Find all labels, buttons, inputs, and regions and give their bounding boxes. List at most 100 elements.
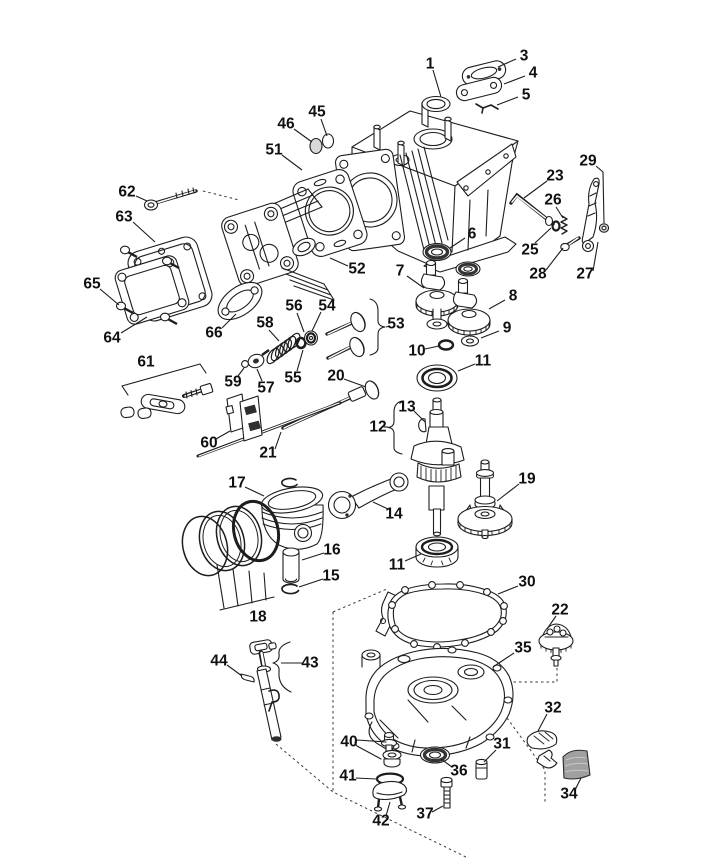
callout-label-34: 34 xyxy=(560,786,578,803)
callout-label-54: 54 xyxy=(318,298,336,315)
callout-leader-28 xyxy=(545,247,564,271)
callout-leader-34 xyxy=(574,777,582,791)
callout-leader-58 xyxy=(268,329,280,342)
callout-leader-42 xyxy=(385,801,391,817)
callout-label-27: 27 xyxy=(576,266,593,283)
bracket-40 xyxy=(354,739,387,760)
callout-leader-63 xyxy=(132,221,156,243)
cover-screws-65 xyxy=(115,245,180,326)
callout-leader-30 xyxy=(497,585,519,595)
callout-leader-59 xyxy=(237,367,245,377)
valves-53 xyxy=(325,311,366,360)
callout-label-28: 28 xyxy=(529,266,547,283)
callout-label-43: 43 xyxy=(301,655,319,672)
head-gasket-51 xyxy=(292,168,368,258)
callout-label-10: 10 xyxy=(408,343,425,360)
callout-label-46: 46 xyxy=(277,116,295,133)
governor-arm-27 xyxy=(581,177,600,253)
callout-label-65: 65 xyxy=(83,276,101,293)
callout-leader-23 xyxy=(523,180,548,199)
callout-label-62: 62 xyxy=(118,184,135,201)
breather-cap-42 xyxy=(372,780,408,812)
callout-leader-8 xyxy=(488,299,506,310)
sump-gasket-30 xyxy=(387,581,508,651)
oring-10 xyxy=(437,339,455,351)
callout-leader-10 xyxy=(424,345,440,350)
callout-leader-46 xyxy=(293,128,313,143)
callout-label-18: 18 xyxy=(249,609,267,626)
callout-label-21: 21 xyxy=(259,445,277,462)
callout-label-40: 40 xyxy=(340,734,357,751)
callout-label-4: 4 xyxy=(529,65,538,82)
dipstick-assembly-43 xyxy=(249,639,292,742)
callout-label-56: 56 xyxy=(285,298,303,315)
callout-label-44: 44 xyxy=(210,653,228,670)
callout-label-16: 16 xyxy=(323,542,341,559)
callout-label-13: 13 xyxy=(398,399,416,416)
breather-gasket-4 xyxy=(455,76,503,102)
callout-leader-64 xyxy=(120,316,148,334)
callout-label-60: 60 xyxy=(200,435,217,452)
washers-25 xyxy=(544,215,561,232)
callout-leader-32 xyxy=(537,713,548,732)
bracket-53 xyxy=(369,298,386,356)
callout-leader-21 xyxy=(274,431,282,450)
callout-label-25: 25 xyxy=(521,242,539,259)
ball-59 xyxy=(241,360,249,368)
callout-label-1: 1 xyxy=(426,56,435,73)
callout-label-45: 45 xyxy=(308,104,326,121)
callout-leader-11 xyxy=(404,553,422,562)
callout-label-17: 17 xyxy=(228,475,245,492)
washer-9 xyxy=(460,335,480,347)
callout-label-42: 42 xyxy=(372,813,389,830)
callout-leader-31 xyxy=(483,749,497,763)
callout-leader-6 xyxy=(449,237,466,249)
guide-plate-60 xyxy=(225,393,263,442)
callout-leader-7 xyxy=(406,275,425,289)
flyweights-32 xyxy=(526,730,558,769)
head-fins-side xyxy=(281,267,335,301)
pushrod-21 xyxy=(196,401,342,458)
bolt-37 xyxy=(440,776,453,809)
callout-label-14: 14 xyxy=(385,506,403,523)
callout-leader-29 xyxy=(595,165,605,224)
piston-rings-18 xyxy=(181,499,281,611)
head-face xyxy=(221,202,299,287)
callout-label-51: 51 xyxy=(265,142,283,159)
callout-leader-19 xyxy=(496,483,520,502)
callout-leader-55 xyxy=(296,349,304,372)
callout-label-19: 19 xyxy=(518,471,536,488)
head-bolt-62 xyxy=(143,187,198,211)
clip-44 xyxy=(240,673,255,683)
piston-pin-16 xyxy=(282,547,300,584)
callout-label-35: 35 xyxy=(514,640,532,657)
callout-leader-52 xyxy=(329,257,349,267)
callout-leader-1 xyxy=(432,69,442,98)
callout-leader-27 xyxy=(592,241,599,272)
callout-label-30: 30 xyxy=(518,574,535,591)
callout-leader-54 xyxy=(311,311,322,332)
circlip-15 xyxy=(281,583,300,595)
oil-sump-35 xyxy=(361,646,514,757)
callout-leader-35 xyxy=(492,652,515,668)
woodruff-key-13 xyxy=(418,418,427,433)
callout-leader-4 xyxy=(503,75,526,85)
callout-leader-57 xyxy=(256,368,263,382)
oring-45 xyxy=(321,133,335,149)
oil-seal-1 xyxy=(421,95,451,113)
crankshaft-12 xyxy=(410,397,465,537)
callout-label-12: 12 xyxy=(369,419,386,436)
callout-leader-53 xyxy=(385,325,391,328)
governor-gear-22 xyxy=(538,623,574,667)
keeper-55 xyxy=(295,336,307,350)
oil-seal-36 xyxy=(419,746,451,764)
camshaft-7 xyxy=(415,259,459,330)
callout-leader-9 xyxy=(480,330,500,339)
crankcase-block xyxy=(334,101,519,273)
circlip-top xyxy=(281,477,298,488)
callout-leader-14 xyxy=(372,501,389,510)
callout-leader-37 xyxy=(431,805,444,813)
callout-leader-13 xyxy=(413,410,426,423)
